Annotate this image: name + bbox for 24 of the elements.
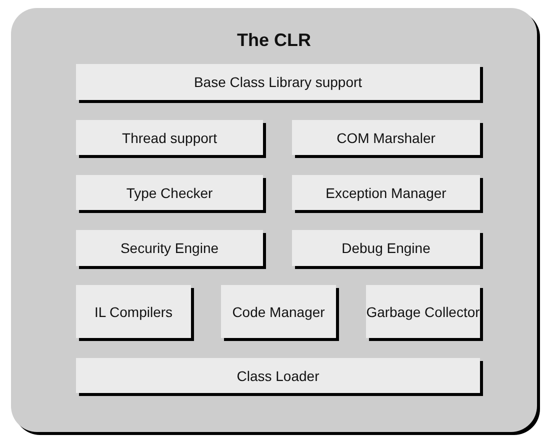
component-box [76, 120, 263, 155]
component-box [76, 175, 263, 210]
component-box [221, 285, 336, 338]
component-label: COM Marshaler [336, 130, 436, 146]
component-label: IL Compilers [94, 304, 173, 320]
component-label: Garbage Collector [366, 304, 480, 320]
component-box [76, 64, 480, 100]
component-label: Class Loader [236, 368, 320, 384]
component-box [366, 285, 480, 338]
component-box [292, 120, 480, 155]
component-label: Code Manager [232, 304, 325, 320]
component-box [76, 358, 480, 393]
component-label: Type Checker [126, 184, 213, 200]
component-box [76, 285, 191, 338]
component-label: Exception Manager [326, 184, 446, 200]
component-label: Thread support [122, 130, 217, 146]
component-label: Debug Engine [342, 240, 430, 256]
component-box [292, 230, 480, 266]
component-box [76, 230, 263, 266]
runtime-panel [11, 8, 537, 432]
component-label: Base Class Library support [194, 74, 362, 90]
component-label: Security Engine [120, 240, 219, 256]
component-box [292, 175, 480, 210]
panel-title: The CLR [236, 30, 312, 51]
